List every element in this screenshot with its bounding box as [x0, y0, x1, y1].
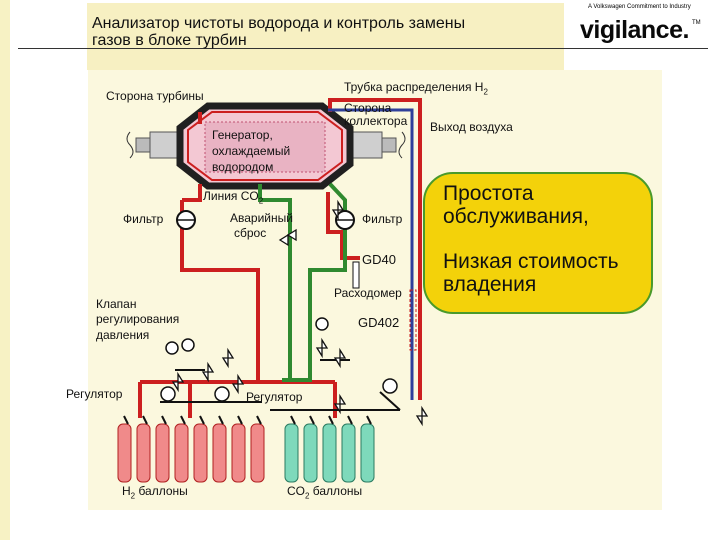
air-outlet-line	[328, 108, 414, 400]
gd40-analyzer: GD40	[362, 252, 396, 267]
generator-core	[204, 121, 326, 173]
label-h2-cylinders: H2 баллоны	[122, 485, 188, 502]
label-air-outlet: Выход воздуха	[430, 120, 513, 134]
benefit-line-3: Низкая стоимость	[443, 250, 619, 273]
logo-brand: vigilance.	[580, 16, 689, 44]
label-pressure-valve-1: Клапан	[96, 297, 137, 311]
vigilance-logo: A Volkswagen Commitment to Industry vigi…	[568, 4, 708, 46]
label-co2-line: Линия CO2	[203, 190, 263, 207]
label-h2-tube: Трубка распределения H2	[344, 81, 488, 98]
logo-tagline: A Volkswagen Commitment to Industry	[588, 4, 691, 10]
title-background	[87, 3, 564, 70]
gd402-housing	[409, 289, 417, 351]
label-filter-left: Фильтр	[123, 212, 164, 226]
label-turbine-side: Сторона турбины	[106, 89, 204, 103]
filter-left	[176, 210, 196, 230]
h2-tube-text: Трубка распределения H	[344, 80, 484, 94]
left-accent-strip	[0, 0, 10, 540]
label-generator: Генератор, охлаждаемый водородом	[212, 127, 322, 175]
label-emergency-2: сброс	[234, 226, 267, 240]
label-filter-right: Фильтр	[362, 212, 403, 226]
benefits-callout: Простота обслуживания, Низкая стоимость …	[423, 172, 653, 314]
generator-line-1: Генератор,	[212, 128, 273, 142]
label-emergency-1: Аварийный	[230, 211, 293, 225]
h2-tube-sub: 2	[483, 87, 488, 97]
flowmeter-device	[352, 261, 360, 289]
h2-cyl-sub: 2	[130, 491, 136, 501]
co2-line-sub: 2	[258, 196, 264, 206]
benefit-line-1: Простота	[443, 182, 534, 205]
label-pressure-valve-2: регулирования	[96, 312, 180, 326]
co2-lines	[258, 182, 347, 382]
benefit-line-2: обслуживания,	[443, 205, 589, 228]
co2-cyl-rest: баллоны	[309, 484, 363, 498]
label-co2-cylinders: CO2 баллоны	[287, 485, 362, 502]
logo-trademark: TM	[692, 20, 701, 26]
label-regulator-right: Регулятор	[246, 390, 303, 404]
label-flowmeter: Расходомер	[334, 286, 402, 300]
filter-right	[335, 210, 355, 230]
label-pressure-valve-3: давления	[96, 328, 150, 342]
co2-cyl-sub: 2	[305, 491, 310, 501]
label-regulator-left: Регулятор	[66, 387, 123, 401]
generator-line-3: водородом	[212, 160, 274, 174]
manifold-lines	[160, 359, 401, 411]
title-line-1: Анализатор чистоты водорода и контроль з…	[92, 15, 466, 32]
benefit-line-4: владения	[443, 273, 537, 296]
slide-title: Анализатор чистоты водорода и контроль з…	[92, 15, 562, 49]
title-divider	[18, 48, 708, 49]
valves	[171, 199, 429, 427]
label-collector-side-2: коллектора	[344, 114, 408, 128]
h2-cyl-rest: баллоны	[135, 484, 188, 498]
h2-cylinder-bank	[117, 415, 265, 483]
co2-line-text: Линия CO	[203, 189, 259, 203]
co2-cylinder-bank	[284, 415, 375, 483]
gd402-analyzer: GD402	[358, 315, 400, 330]
title-line-2: газов в блоке турбин	[92, 32, 247, 49]
label-collector-side-1: Сторона	[344, 101, 392, 115]
generator-line-2: охлаждаемый	[212, 144, 291, 158]
left-shaft	[126, 131, 181, 159]
co2-cyl-text: CO	[287, 484, 305, 498]
pressure-gauges	[160, 317, 398, 402]
h2-cyl-text: H	[122, 484, 131, 498]
right-shaft	[351, 131, 406, 159]
